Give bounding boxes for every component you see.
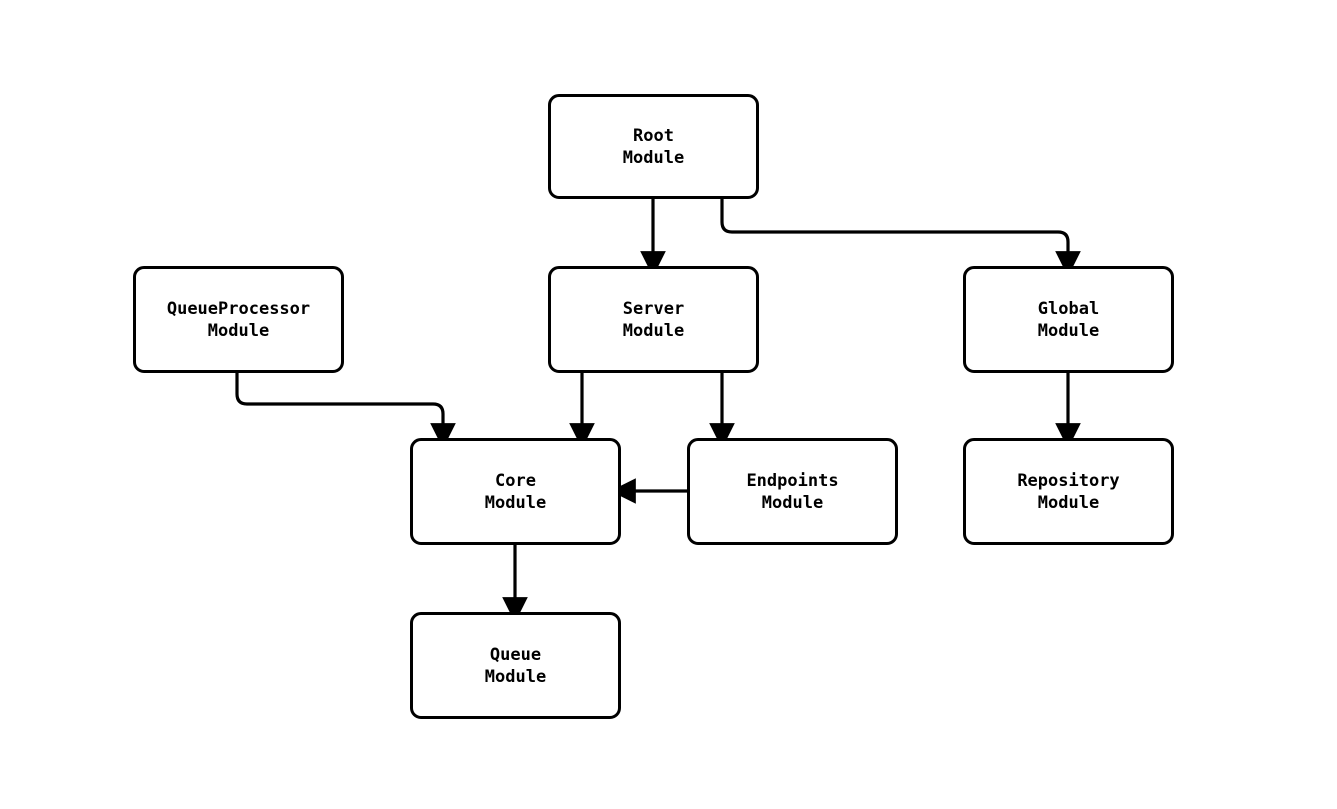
node-label-primary: Queue bbox=[489, 644, 542, 665]
node-label-primary: Core bbox=[495, 470, 536, 491]
node-label-secondary: Module bbox=[1037, 492, 1100, 513]
node-label-secondary: Module bbox=[484, 492, 547, 513]
node-label-secondary: Module bbox=[484, 666, 547, 687]
node-label-secondary: Module bbox=[761, 492, 824, 513]
node-label-secondary: Module bbox=[207, 320, 270, 341]
node-label-primary: QueueProcessor bbox=[166, 298, 311, 319]
node-label-primary: Endpoints bbox=[746, 470, 839, 491]
edge-root-global bbox=[720, 199, 1081, 277]
node-label-secondary: Module bbox=[1037, 320, 1100, 341]
node-label-primary: Repository bbox=[1017, 470, 1120, 491]
node-label-primary: Root bbox=[633, 125, 674, 146]
node-label-primary: Server bbox=[622, 298, 685, 319]
edge-queueprocessor-core bbox=[235, 373, 456, 449]
node-label-secondary: Module bbox=[622, 320, 685, 341]
node-label-secondary: Module bbox=[622, 147, 685, 168]
node-label-primary: Global bbox=[1037, 298, 1100, 319]
